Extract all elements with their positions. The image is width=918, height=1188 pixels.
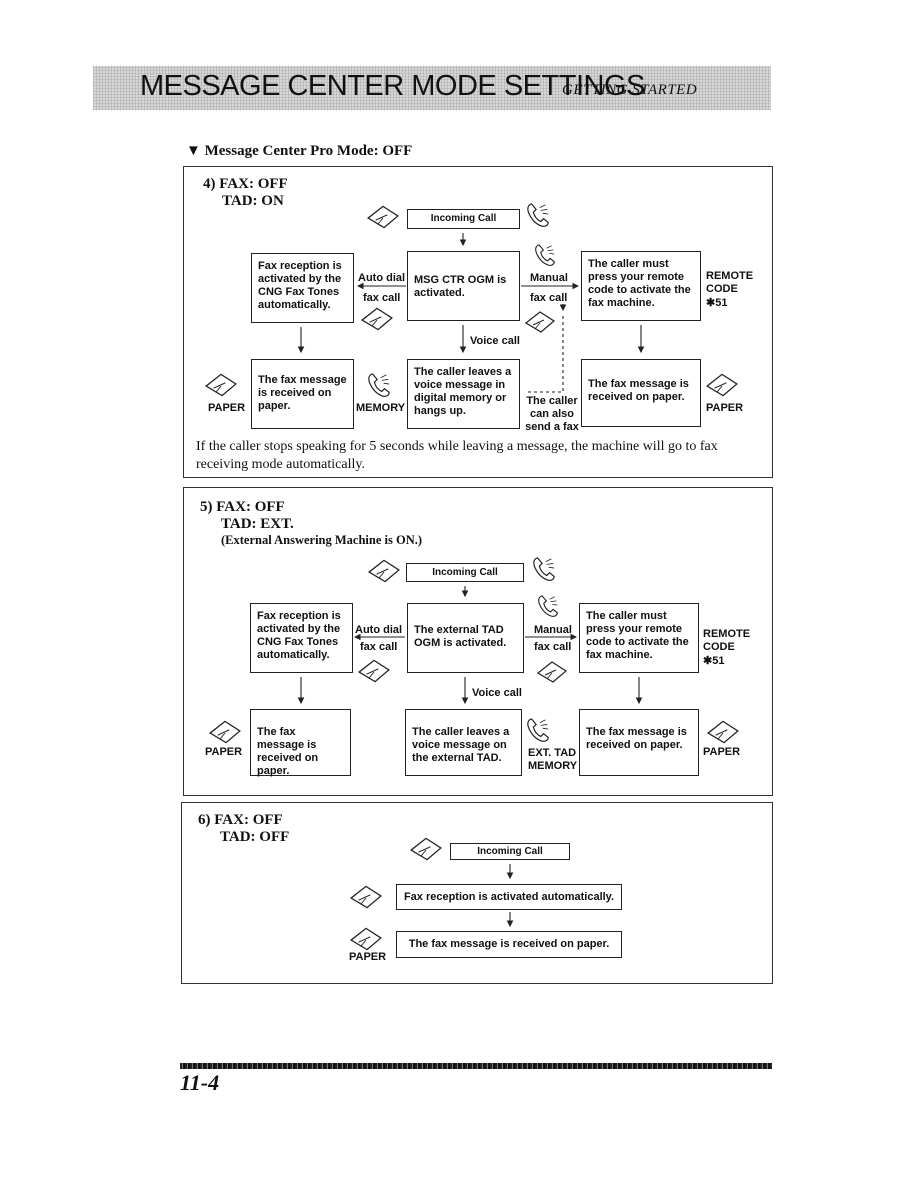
- remote-code-label: REMOTE CODE: [703, 628, 751, 653]
- remote-code-text: The caller must press your remote code t…: [588, 258, 691, 309]
- voice-message-ext-box: The caller leaves a voice message on the…: [405, 709, 522, 776]
- incoming-call-label: Incoming Call: [432, 567, 498, 578]
- fax-reception-box: Fax reception is activated by the CNG Fa…: [250, 603, 353, 673]
- panel-4: [183, 166, 773, 478]
- paper-label: PAPER: [706, 402, 744, 414]
- paper-label: PAPER: [349, 951, 387, 963]
- external-tad-text: The external TAD OGM is activated.: [414, 624, 507, 649]
- voice-call-label: Voice call: [472, 687, 522, 699]
- fax-reception-text: Fax reception is activated by the CNG Fa…: [257, 610, 341, 661]
- ext-tad-memory-label: EXT. TAD MEMORY: [528, 747, 578, 772]
- fax-call-right-label: fax call: [530, 292, 568, 304]
- panel4-fax: 4) FAX: OFF: [203, 176, 288, 192]
- fax-reception-text: Fax reception is activated by the CNG Fa…: [258, 260, 342, 311]
- panel5-ext-note: (External Answering Machine is ON.): [221, 533, 423, 547]
- received-paper-right-text: The fax message is received on paper.: [586, 726, 687, 751]
- msg-ctr-text: MSG CTR OGM is activated.: [414, 274, 507, 299]
- paper-label: PAPER: [205, 746, 243, 758]
- remote-code-label: REMOTE CODE: [706, 270, 754, 295]
- voice-message-ext-text: The caller leaves a voice message on the…: [412, 726, 510, 764]
- panel4-tad: TAD: ON: [222, 193, 284, 209]
- voice-message-box: The caller leaves a voice message in dig…: [407, 359, 520, 429]
- received-paper-right-box: The fax message is received on paper.: [581, 359, 701, 427]
- external-tad-box: The external TAD OGM is activated.: [407, 603, 524, 673]
- fax-reception-box: Fax reception is activated by the CNG Fa…: [251, 253, 354, 323]
- remote-code-box: The caller must press your remote code t…: [581, 251, 701, 321]
- received-paper-right-box: The fax message is received on paper.: [579, 709, 699, 776]
- voice-call-label: Voice call: [470, 335, 520, 347]
- incoming-call-label: Incoming Call: [477, 846, 543, 857]
- header-band: [93, 66, 771, 110]
- incoming-call-box: Incoming Call: [407, 209, 520, 229]
- panel4-note: If the caller stops speaking for 5 secon…: [196, 439, 718, 472]
- page-title: MESSAGE CENTER MODE SETTINGS: [140, 70, 645, 102]
- remote-code-value: ✱51: [706, 297, 728, 309]
- paper-label: PAPER: [703, 746, 741, 758]
- section-heading: ▼ Message Center Pro Mode: OFF: [186, 143, 413, 159]
- received-paper-left-box: The fax message is received on paper.: [250, 709, 351, 777]
- received-paper-text: The fax message is received on paper.: [408, 938, 610, 950]
- caller-also-label: The caller can also send a fax: [525, 395, 579, 433]
- panel-5: [183, 487, 773, 796]
- incoming-call-box: Incoming Call: [406, 563, 524, 582]
- fax-reception-auto-box: Fax reception is activated automatically…: [396, 884, 622, 910]
- manual-label: Manual: [530, 272, 568, 284]
- panel6-tad: TAD: OFF: [220, 829, 290, 845]
- msg-ctr-box: MSG CTR OGM is activated.: [407, 251, 520, 321]
- incoming-call-box: Incoming Call: [450, 843, 570, 860]
- manual-label: Manual: [534, 624, 572, 636]
- footer-rule: [180, 1063, 772, 1069]
- remote-code-box: The caller must press your remote code t…: [579, 603, 699, 673]
- fax-call-left-label: fax call: [363, 292, 401, 304]
- received-paper-left-text: The fax message is received on paper.: [257, 726, 319, 777]
- fax-call-left-label: fax call: [360, 641, 398, 653]
- memory-label: MEMORY: [356, 402, 406, 414]
- panel6-fax: 6) FAX: OFF: [198, 812, 283, 828]
- paper-label: PAPER: [208, 402, 246, 414]
- remote-code-value: ✱51: [703, 655, 725, 667]
- auto-dial-label: Auto dial: [355, 624, 403, 636]
- received-paper-left-text: The fax message is received on paper.: [258, 374, 347, 412]
- fax-call-right-label: fax call: [534, 641, 572, 653]
- received-paper-right-text: The fax message is received on paper.: [588, 378, 689, 403]
- page-subtitle: GETTING STARTED: [562, 82, 698, 98]
- fax-reception-auto-text: Fax reception is activated automatically…: [403, 891, 615, 903]
- incoming-call-label: Incoming Call: [430, 213, 497, 224]
- remote-code-text: The caller must press your remote code t…: [586, 610, 689, 661]
- panel-6: [181, 802, 773, 984]
- auto-dial-label: Auto dial: [358, 272, 406, 284]
- received-paper-box: The fax message is received on paper.: [396, 931, 622, 958]
- received-paper-left-box: The fax message is received on paper.: [251, 359, 354, 429]
- page-number: 11-4: [180, 1070, 220, 1095]
- panel5-tad: TAD: EXT.: [221, 516, 294, 532]
- panel5-fax: 5) FAX: OFF: [200, 499, 285, 515]
- voice-message-text: The caller leaves a voice message in dig…: [414, 366, 512, 417]
